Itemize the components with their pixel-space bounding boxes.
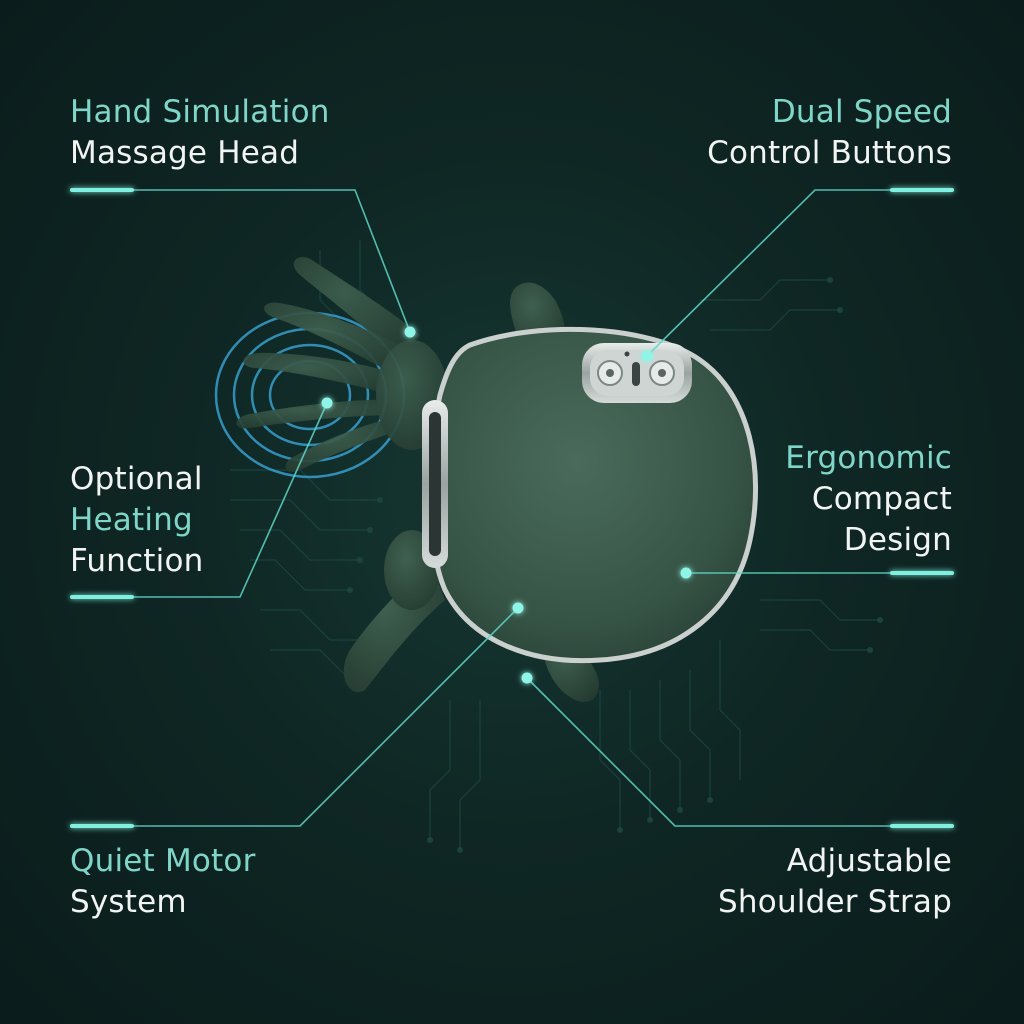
- label-ergonomic-line3: Design: [843, 522, 952, 558]
- label-hand-simulation-line2: Massage Head: [70, 135, 300, 171]
- label-heating-line2: Heating: [70, 502, 193, 538]
- label-heating: Optional Heating Function: [70, 459, 203, 582]
- label-dual-speed-line2: Control Buttons: [707, 135, 952, 171]
- label-hand-simulation-line1: Hand Simulation: [70, 94, 330, 130]
- label-heating-line3: Function: [70, 543, 204, 579]
- callout-highlights: [70, 188, 954, 828]
- control-panel: [582, 343, 692, 403]
- label-strap: Adjustable Shoulder Strap: [718, 841, 952, 923]
- circuit-background: [230, 240, 880, 850]
- label-quiet-motor-line2: System: [70, 884, 187, 920]
- label-quiet-motor-line1: Quiet Motor: [70, 843, 256, 879]
- label-strap-line2: Shoulder Strap: [718, 884, 952, 920]
- hand-massage-head: [236, 257, 448, 473]
- label-hand-simulation: Hand Simulation Massage Head: [70, 92, 330, 174]
- label-ergonomic-line1: Ergonomic: [785, 440, 952, 476]
- label-heating-line1: Optional: [70, 461, 203, 497]
- callout-dots: [321, 326, 692, 684]
- label-strap-line1: Adjustable: [786, 843, 952, 879]
- label-dual-speed-line1: Dual Speed: [771, 94, 952, 130]
- label-quiet-motor: Quiet Motor System: [70, 841, 256, 923]
- label-ergonomic-line2: Compact: [811, 481, 952, 517]
- label-ergonomic: Ergonomic Compact Design: [785, 438, 952, 561]
- label-dual-speed: Dual Speed Control Buttons: [707, 92, 952, 174]
